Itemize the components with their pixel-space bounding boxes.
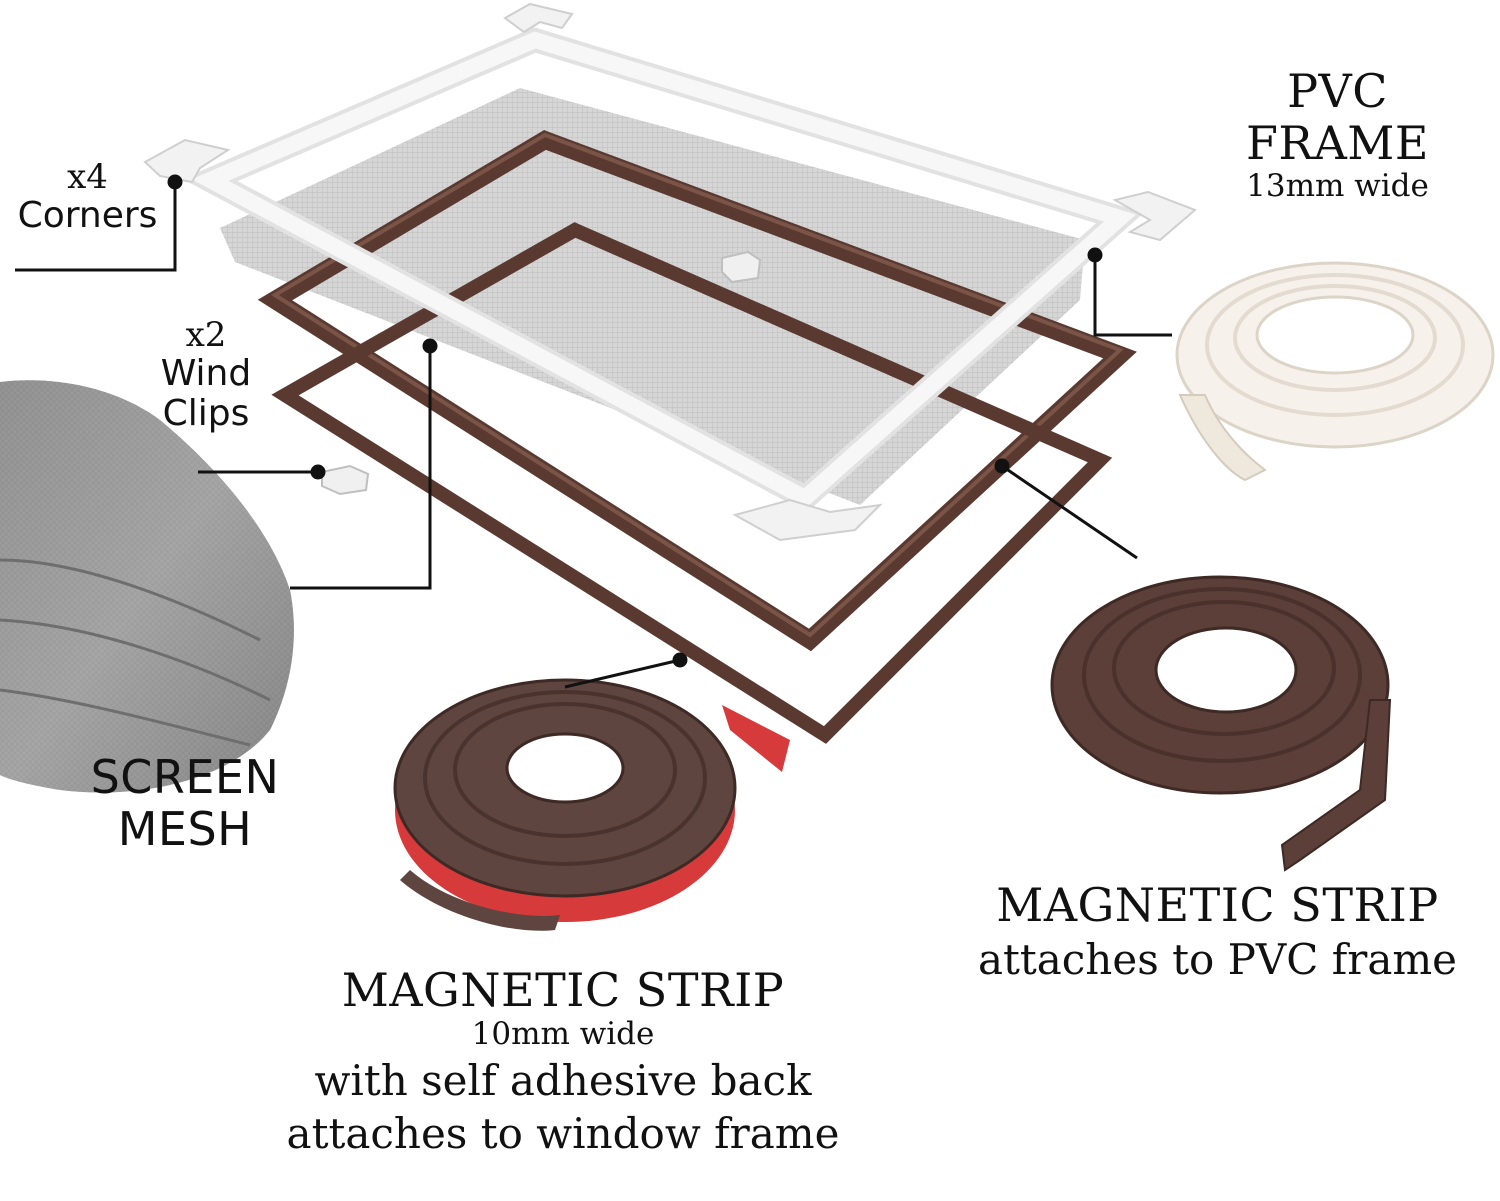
wind-clips-line1: Wind: [160, 353, 252, 395]
screen-mesh-line1: SCREEN: [90, 750, 280, 804]
wind-clips-count: x2: [185, 315, 227, 355]
wind-clip-1: [721, 250, 762, 284]
wind-clips: [321, 250, 762, 496]
leader-pvc-frame: [1093, 255, 1172, 337]
corner-right: [1112, 190, 1197, 242]
wind-clip-2: [321, 464, 370, 496]
magnetic-window-line3: with self adhesive back: [314, 1056, 812, 1106]
pvc-frame-width: 13mm wide: [1246, 168, 1429, 205]
magnetic-window-line4: attaches to window frame: [286, 1109, 840, 1159]
magnetic-window-title: MAGNETIC STRIP: [341, 963, 785, 1017]
mesh-sheet: [220, 88, 1085, 505]
pvc-frame: [182, 27, 1144, 513]
magnetic-frame-title: MAGNETIC STRIP: [996, 878, 1439, 932]
magnetic-frame-outer: [257, 130, 1137, 652]
label-screen-mesh: SCREEN MESH: [60, 750, 310, 856]
magnetic-roll-window-side: [393, 678, 737, 931]
magnetic-window-width: 10mm wide: [471, 1015, 655, 1052]
leader-magnetic-window: [564, 658, 681, 689]
corners-count: x4: [67, 157, 108, 197]
leader-magnetic-frame: [1001, 464, 1138, 560]
pvc-frame-line2: FRAME: [1246, 115, 1429, 170]
leader-lines: [15, 174, 1172, 689]
leader-screen-mesh: [290, 346, 432, 590]
corner-left: [143, 138, 231, 184]
label-pvc-frame: PVC FRAME 13mm wide: [1205, 64, 1470, 205]
pvc-frame-line1: PVC: [1287, 64, 1388, 118]
corner-top: [503, 2, 574, 34]
leader-corners: [15, 182, 177, 272]
adhesive-peel: [722, 705, 790, 772]
label-magnetic-strip-window: MAGNETIC STRIP 10mm wide with self adhes…: [248, 963, 878, 1159]
magnetic-roll-frame-side: [1050, 575, 1392, 872]
label-corners: x4 Corners: [0, 158, 175, 236]
wind-clips-line2: Clips: [162, 393, 250, 435]
label-magnetic-strip-frame: MAGNETIC STRIP attaches to PVC frame: [940, 878, 1495, 984]
screen-mesh-line2: MESH: [117, 801, 253, 856]
corners-name: Corners: [17, 195, 158, 237]
pvc-roll: [1175, 261, 1495, 482]
corner-bottom: [732, 498, 883, 542]
screen-mesh-roll: [0, 380, 294, 793]
corner-pieces: [143, 2, 1197, 542]
label-wind-clips: x2 Wind Clips: [140, 316, 272, 435]
magnetic-frame-line2: attaches to PVC frame: [977, 934, 1458, 984]
